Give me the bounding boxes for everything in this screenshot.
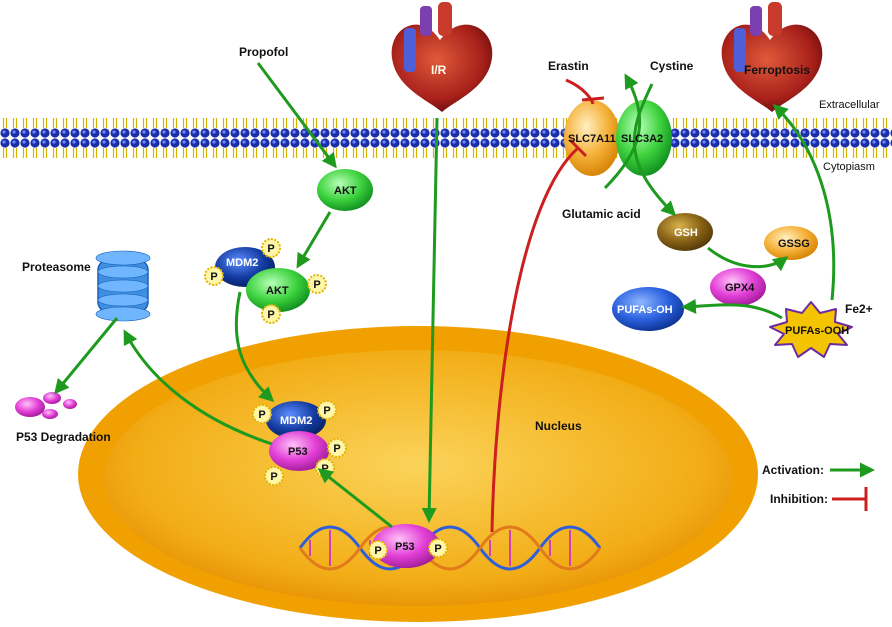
glutamic-acid-label: Glutamic acid — [562, 207, 641, 221]
ferroptosis-label: Ferroptosis — [744, 63, 810, 77]
legend-inhibition-label: Inhibition: — [770, 492, 828, 506]
akt-complex-label: AKT — [266, 285, 289, 297]
propofol-to-akt-arrow — [256, 62, 337, 169]
erastin-label: Erastin — [548, 59, 589, 73]
gpx4-node — [710, 268, 766, 306]
fe2-to-ferroptosis-arrow — [772, 103, 836, 301]
mdm2-label: MDM2 — [226, 257, 258, 269]
akt-node — [317, 169, 373, 211]
gssg-label: GSSG — [778, 238, 810, 250]
inhibition-arrows — [490, 78, 605, 533]
pufas-ooh-to-oh-arrow — [681, 298, 783, 320]
mdm2-nuclear-label: MDM2 — [280, 415, 312, 427]
gsh-node — [657, 213, 713, 251]
nuclear-to-proteasome-arrow — [123, 329, 273, 446]
proteasome-label: Proteasome — [22, 260, 91, 274]
labels: Propofol I/R Erastin Cystine Ferroptosis… — [16, 45, 880, 553]
proteasome-icon — [95, 250, 151, 322]
cytoplasm-label: Cytopiasm — [823, 161, 875, 173]
dna-helix — [298, 525, 602, 571]
slc3a2-label: SLC3A2 — [621, 133, 663, 145]
cystine-to-gsh-arrow — [632, 83, 677, 217]
cystine-label: Cystine — [650, 59, 694, 73]
extracellular-label: Extracellular — [819, 99, 880, 111]
nucleus-label: Nucleus — [535, 419, 582, 433]
cell-membrane — [0, 114, 892, 160]
pufas-oh-label: PUFAs-OH — [617, 304, 673, 316]
ir-to-dna-arrow — [421, 117, 439, 523]
akt-to-mdm2-arrow — [296, 211, 332, 269]
heart-ir-icon — [391, 2, 493, 112]
pufas-ooh-label: PUFAs-OOH — [785, 325, 849, 337]
legend: Activation: Inhibition: — [762, 462, 875, 511]
p53-nuclear-label: P53 — [288, 446, 308, 458]
p53-slc7a11-inhibition — [490, 146, 580, 533]
p53-dna-label: P53 — [395, 541, 415, 553]
mdm2-p53-complex — [252, 400, 347, 486]
proteasome-to-degradation-arrow — [54, 317, 119, 395]
propofol-label: Propofol — [239, 45, 288, 59]
slc7a11-label: SLC7A11 — [568, 133, 616, 145]
activation-arrows — [54, 62, 836, 529]
nucleus — [78, 326, 758, 622]
akt-label: AKT — [334, 185, 357, 197]
glutamic-to-cystine-arrow — [603, 73, 642, 190]
p53-dna-node — [368, 524, 448, 568]
pufas-ooh-node — [769, 301, 853, 358]
gssg-node — [764, 226, 818, 260]
pufas-oh-node — [612, 287, 684, 331]
slc7a11-transporter — [564, 100, 620, 176]
p53-fragments — [15, 392, 77, 419]
legend-activation-label: Activation: — [762, 463, 824, 477]
erastin-inhibition — [565, 78, 595, 105]
heart-ferroptosis-icon — [721, 2, 823, 112]
mdm2-akt-complex — [204, 238, 327, 324]
ir-label: I/R — [431, 63, 447, 77]
gpx4-label: GPX4 — [725, 282, 755, 294]
gsh-to-gssg-arrow — [707, 246, 789, 272]
gsh-label: GSH — [674, 227, 698, 239]
dna-to-p53-arrow — [317, 468, 393, 529]
fe2-label: Fe2+ — [845, 302, 873, 316]
p53-degradation-label: P53 Degradation — [16, 430, 111, 444]
mdm2-to-nucleus-arrow — [234, 291, 275, 403]
